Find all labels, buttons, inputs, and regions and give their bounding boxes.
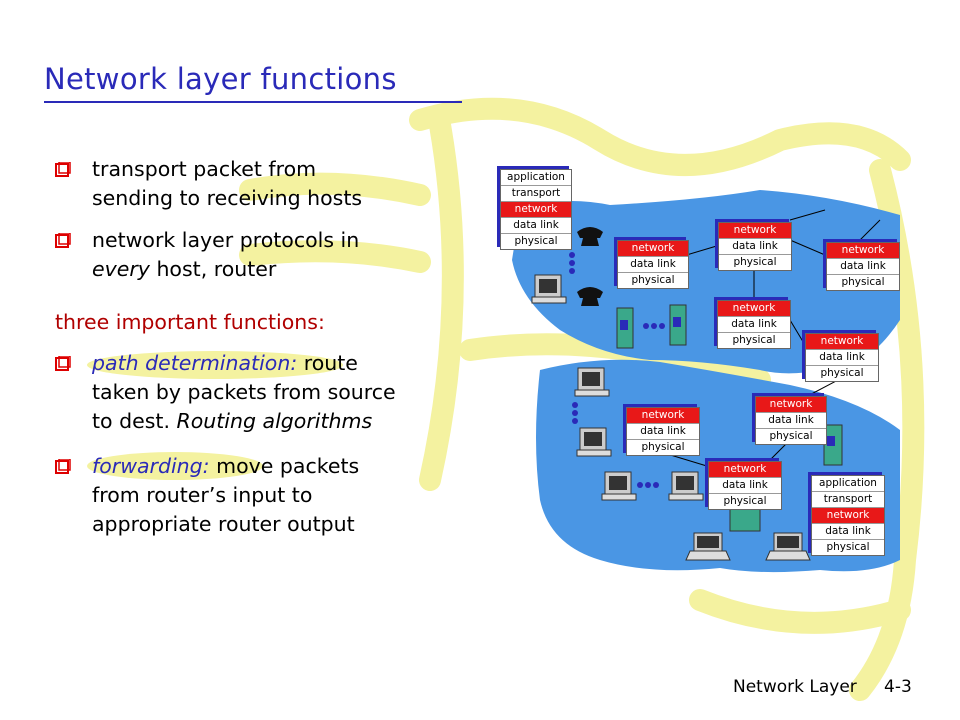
stack-layer-network: network [501, 201, 571, 217]
stack-layer-network: network [618, 241, 688, 256]
bullet-line: route [297, 351, 358, 375]
stack-layer: transport [501, 185, 571, 201]
host-protocol-stack: application transport network data link … [811, 475, 885, 556]
stack-layer: data link [501, 217, 571, 233]
network-cloud-upper [512, 190, 900, 374]
bullet-icon [55, 356, 71, 371]
stack-layer: transport [812, 491, 884, 507]
stack-layer: data link [756, 412, 826, 428]
stack-layer: physical [812, 539, 884, 555]
bullet-transport: transport packet from sending to receivi… [55, 155, 465, 213]
server-icon [823, 424, 843, 466]
stack-layer-network: network [756, 397, 826, 412]
server-icon [669, 304, 687, 346]
stack-layer: physical [756, 428, 826, 444]
stack-layer: physical [719, 254, 791, 270]
bullet-line: to dest. [92, 409, 177, 433]
stack-layer-network: network [627, 408, 699, 423]
stack-layer: data link [812, 523, 884, 539]
stack-layer-network: network [718, 301, 790, 316]
server-icon [616, 307, 634, 349]
bullet-icon [55, 162, 71, 177]
bullet-path-determination: path determination: route taken by packe… [55, 349, 465, 436]
stack-layer: physical [627, 439, 699, 455]
stack-layer: application [819, 477, 877, 489]
desktop-computer-icon [601, 471, 637, 501]
bullet-line: host, router [149, 257, 277, 281]
bullet-line: move packets [209, 454, 360, 478]
stack-layer: physical [806, 365, 878, 381]
stack-layer: physical [618, 272, 688, 288]
bullet-line: network layer protocols in [92, 228, 360, 252]
bullet-line: from router’s input to [92, 483, 313, 507]
stack-layer: data link [709, 477, 781, 493]
emphasis-text: every [92, 257, 150, 281]
stack-layer: data link [627, 423, 699, 439]
stack-layer: data link [618, 256, 688, 272]
desktop-computer-icon [668, 471, 704, 501]
laptop-icon [685, 532, 731, 561]
router-protocol-stack: network data link physical [626, 407, 700, 456]
stack-layer: physical [827, 274, 899, 290]
page-number: 4-3 [884, 677, 912, 697]
stack-layer: data link [827, 258, 899, 274]
emphasis-text: Routing algorithms [176, 409, 373, 433]
router-protocol-stack: network data link physical [708, 461, 782, 510]
stack-layer: application [507, 171, 565, 183]
stack-layer-network: network [806, 334, 878, 349]
router-protocol-stack: network data link physical [805, 333, 879, 382]
router-protocol-stack: network data link physical [617, 240, 689, 289]
stack-layer-network: network [719, 223, 791, 238]
router-protocol-stack: network data link physical [717, 300, 791, 349]
bullet-line: transport packet from [92, 157, 317, 181]
bullet-icon [55, 459, 71, 474]
bullet-line: taken by packets from source [92, 380, 396, 404]
term-highlight: forwarding: [92, 454, 210, 478]
bullet-forwarding: forwarding: move packets from router’s i… [55, 452, 465, 539]
stack-layer: physical [501, 233, 571, 249]
page-title: Network layer functions [44, 62, 397, 96]
bullet-protocols: network layer protocols in every host, r… [55, 226, 465, 284]
stack-layer: data link [718, 316, 790, 332]
footer-section: Network Layer [733, 677, 857, 697]
stack-layer: data link [806, 349, 878, 365]
bullet-line: appropriate router output [92, 512, 355, 536]
stack-layer-network: network [812, 507, 884, 523]
telephone-icon [577, 287, 603, 306]
router-protocol-stack: network data link physical [755, 396, 827, 445]
host-protocol-stack: application transport network data link … [500, 169, 572, 250]
telephone-icon [577, 227, 603, 246]
subheading: three important functions: [55, 310, 325, 334]
stack-layer: physical [709, 493, 781, 509]
term-highlight: path determination: [92, 351, 298, 375]
bullet-line: sending to receiving hosts [92, 186, 363, 210]
desktop-computer-icon [576, 427, 612, 457]
stack-layer: data link [719, 238, 791, 254]
laptop-icon [765, 532, 811, 561]
desktop-computer-icon [574, 367, 610, 397]
router-protocol-stack: network data link physical [718, 222, 792, 271]
desktop-computer-icon [531, 274, 567, 304]
bullet-icon [55, 233, 71, 248]
title-underline [44, 101, 462, 103]
stack-layer-network: network [827, 243, 899, 258]
stack-layer-network: network [709, 462, 781, 477]
stack-layer: physical [718, 332, 790, 348]
router-protocol-stack: network data link physical [826, 242, 900, 291]
